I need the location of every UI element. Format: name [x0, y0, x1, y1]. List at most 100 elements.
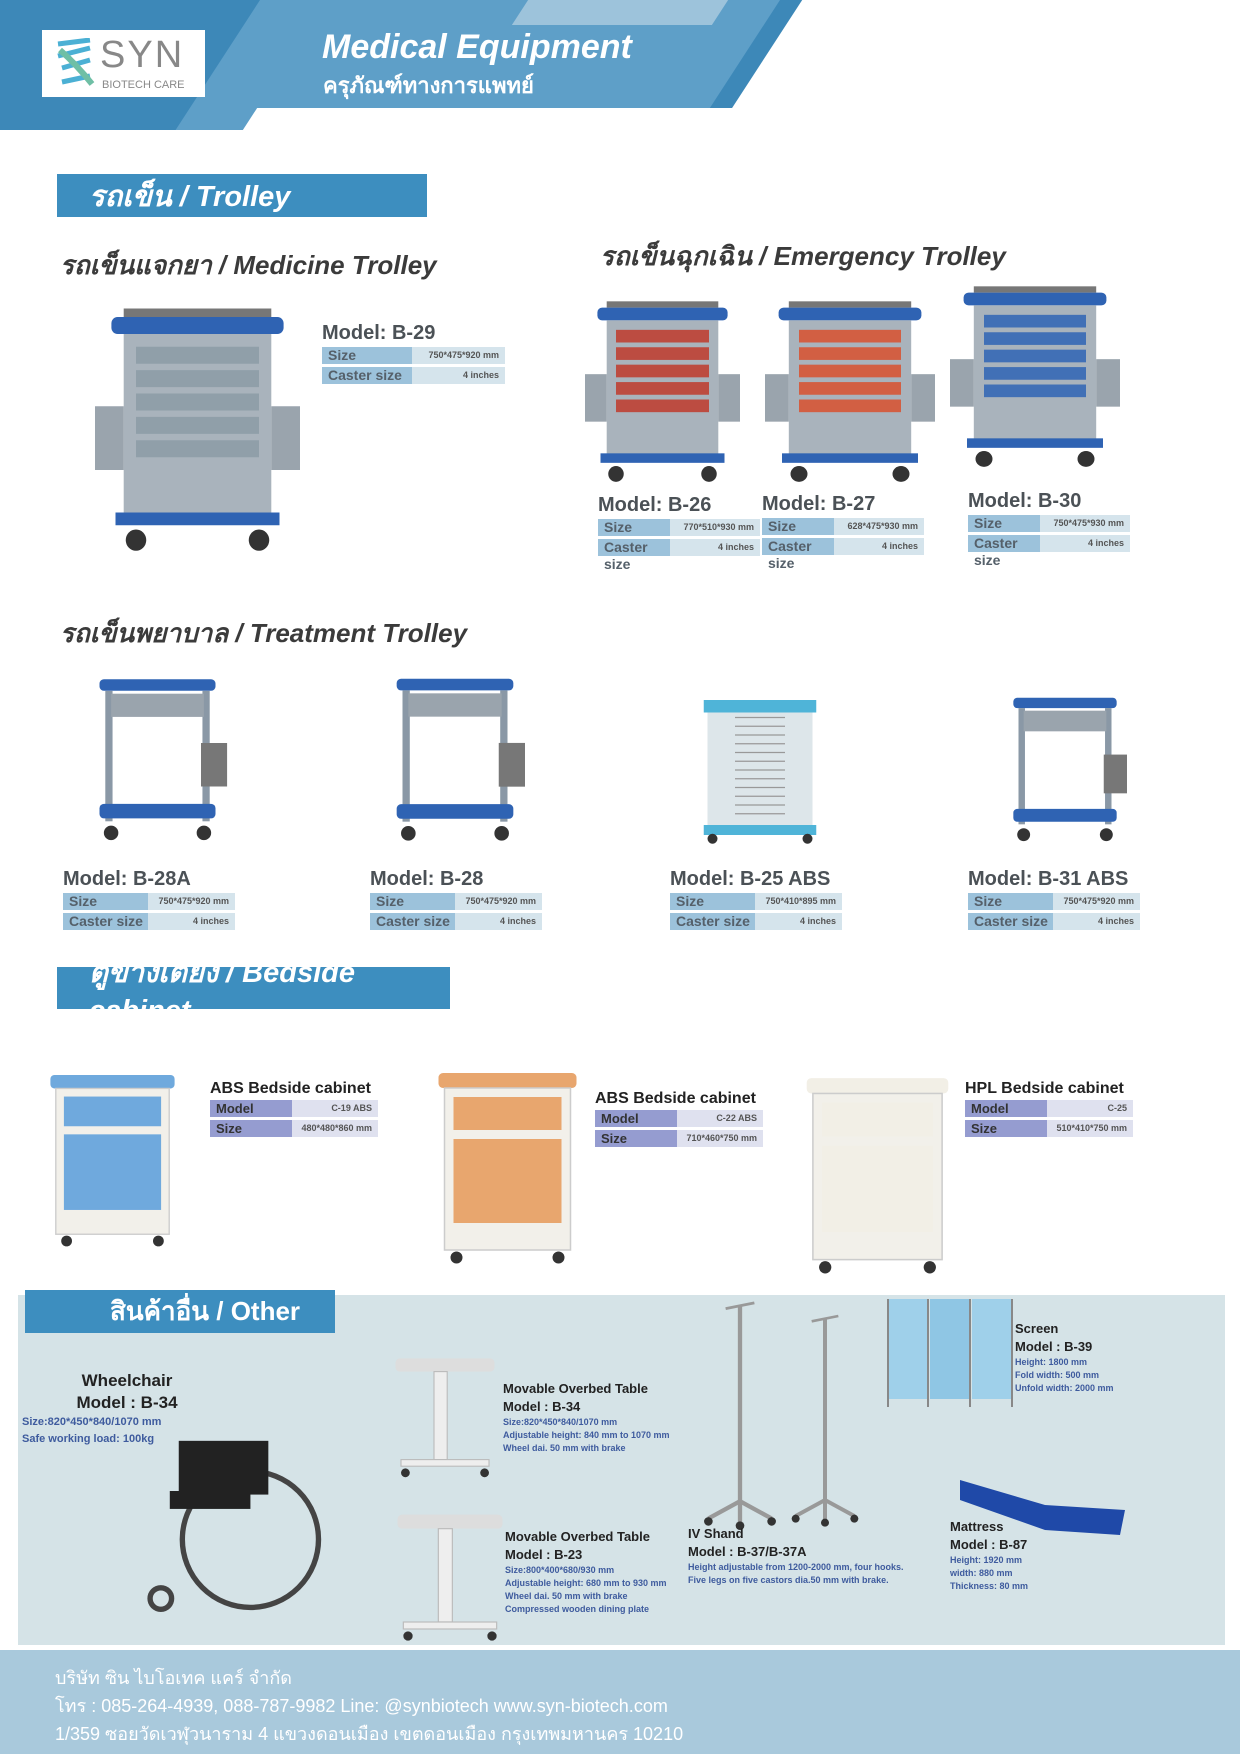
- product-name: Movable Overbed Table: [505, 1529, 650, 1544]
- product-image-b28a: [85, 670, 230, 845]
- spec-value: 628*475*930 mm: [834, 518, 924, 535]
- spec-value: 750*475*920 mm: [1053, 893, 1140, 910]
- spec-label: Caster size: [598, 539, 670, 572]
- spec-label: Size: [63, 893, 148, 910]
- medicine-trolley-heading: รถเข็นแจกยา / Medicine Trolley: [60, 250, 437, 280]
- bedside-banner: ตู้ข้างเตียง / Bedside cabinet: [57, 957, 450, 1027]
- spec-value: 4 inches: [412, 367, 505, 384]
- spec-value: 4 inches: [1053, 913, 1140, 930]
- spec-value: 750*475*920 mm: [148, 893, 235, 910]
- product-desc: Five legs on five castors dia.50 mm with…: [688, 1575, 889, 1585]
- product-desc: width: 880 mm: [950, 1568, 1013, 1578]
- product-desc: Compressed wooden dining plate: [505, 1604, 650, 1614]
- spec-label: Caster size: [762, 538, 834, 571]
- product-image-c25: [795, 1075, 960, 1275]
- product-desc: Unfold width: 2000 mm: [1015, 1383, 1114, 1393]
- address: 1/359 ซอยวัดเวฬุวนาราม 4 แขวงดอนเมือง เข…: [55, 1724, 684, 1744]
- product-name: Screen: [1015, 1321, 1059, 1336]
- product-image-b29: [95, 300, 300, 555]
- spec-value: 710*460*750 mm: [677, 1130, 763, 1147]
- footer: บริษัท ซิน ไบโอเทค แคร์ จำกัด โทร : 085-…: [0, 1650, 1240, 1754]
- product-image-wheelchair: [140, 1405, 325, 1620]
- product-image-b28: [380, 670, 530, 845]
- product-desc: Height: 1920 mm: [950, 1555, 1023, 1565]
- model-label: Model: B-27: [762, 493, 876, 515]
- page-subtitle: ครุภัณฑ์ทางการแพทย์: [323, 73, 534, 98]
- spec-value: C-25: [1047, 1100, 1133, 1117]
- product-image-mattress: [955, 1475, 1130, 1540]
- spec-value: 770*510*930 mm: [670, 519, 760, 536]
- trolley-banner: รถเข็น / Trolley: [57, 174, 427, 217]
- spec-value: 510*410*750 mm: [1047, 1120, 1133, 1137]
- brand-sub: BIOTECH CARE: [102, 79, 185, 91]
- product-model: Model : B-34: [76, 1393, 178, 1412]
- product-image-b27: [765, 295, 935, 485]
- product-desc: Height adjustable from 1200-2000 mm, fou…: [688, 1562, 904, 1572]
- product-image-b25: [695, 695, 825, 845]
- company-name: บริษัท ซิน ไบโอเทค แคร์ จำกัด: [55, 1668, 292, 1688]
- spec-label: Size: [968, 515, 1040, 532]
- spec-label: Size: [968, 893, 1053, 910]
- spec-value: 480*480*860 mm: [292, 1120, 378, 1137]
- spec-label: Size: [670, 893, 755, 910]
- spec-value: 4 inches: [455, 913, 542, 930]
- product-desc: Wheel dai. 50 mm with brake: [505, 1591, 628, 1601]
- other-banner: สินค้าอื่น / Other: [25, 1290, 335, 1333]
- spec-label: Size: [370, 893, 455, 910]
- product-image-screen: [880, 1295, 1020, 1425]
- product-title: HPL Bedside cabinet: [965, 1080, 1124, 1097]
- spec-value: 4 inches: [670, 539, 760, 556]
- spec-value: 4 inches: [755, 913, 842, 930]
- spec-value: C-19 ABS: [292, 1100, 378, 1117]
- spec-label: Model: [210, 1100, 292, 1117]
- spec-value: 750*410*895 mm: [755, 893, 842, 910]
- product-model: Model : B-23: [505, 1547, 583, 1562]
- spec-label: Size: [965, 1120, 1047, 1137]
- spec-value: 750*475*930 mm: [1040, 515, 1130, 532]
- model-label: Model: B-29: [322, 322, 436, 344]
- product-model: Model : B-37/B-37A: [688, 1544, 807, 1559]
- product-desc: Wheel dai. 50 mm with brake: [503, 1443, 626, 1453]
- spec-value: 4 inches: [1040, 535, 1130, 552]
- spec-value: 750*475*920 mm: [455, 893, 542, 910]
- product-title: ABS Bedside cabinet: [210, 1080, 371, 1097]
- product-image-table-b23: [385, 1510, 515, 1650]
- spec-label: Caster size: [968, 535, 1040, 568]
- product-image-c19: [45, 1065, 180, 1255]
- model-label: Model: B-28: [370, 868, 484, 890]
- spec-label: Caster size: [370, 913, 455, 930]
- spec-label: Size: [598, 519, 670, 536]
- spec-value: 750*475*920 mm: [412, 347, 505, 364]
- product-model: Model : B-34: [503, 1399, 581, 1414]
- dna-icon: [57, 38, 95, 86]
- model-label: Model: B-31 ABS: [968, 868, 1129, 890]
- product-model: Model : B-39: [1015, 1339, 1093, 1354]
- product-name: Wheelchair: [81, 1371, 173, 1390]
- spec-label: Caster size: [968, 913, 1053, 930]
- product-image-iv-b37a: [785, 1305, 865, 1535]
- treatment-trolley-heading: รถเข็นพยาบาล / Treatment Trolley: [60, 618, 468, 648]
- product-desc: Size:820*450*840/1070 mm: [22, 1416, 162, 1428]
- spec-label: Size: [210, 1120, 292, 1137]
